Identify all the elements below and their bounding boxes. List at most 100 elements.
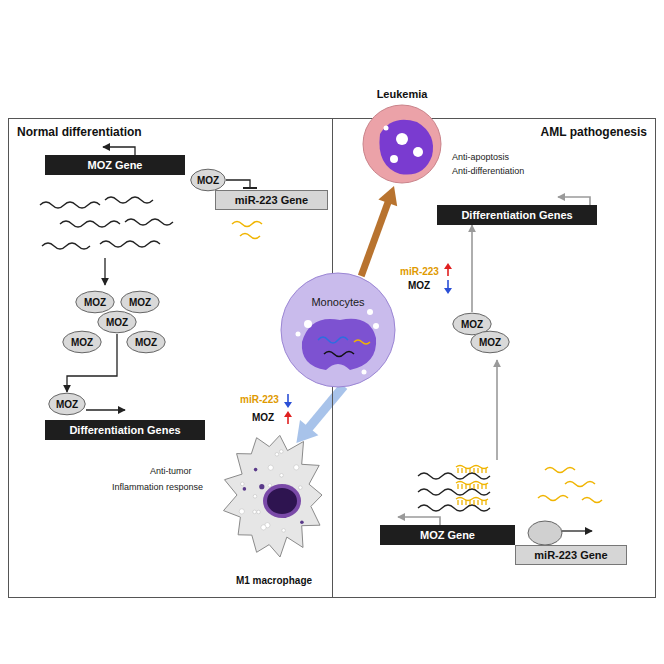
connector <box>296 386 343 443</box>
drawing <box>461 500 462 505</box>
drawing <box>100 241 160 247</box>
node-label: Differentiation Genes <box>69 424 180 436</box>
protein-oval: MOZ <box>190 168 226 192</box>
drawing <box>477 484 478 489</box>
macrophage-cell: M1 macrophage <box>218 425 330 590</box>
drawing <box>98 311 136 333</box>
annotation: Anti-tumor <box>150 466 192 476</box>
drawing <box>538 496 568 501</box>
protein-oval: MOZ <box>48 392 86 416</box>
drawing <box>456 466 488 506</box>
node-label: MOZ <box>135 337 157 348</box>
drawing <box>469 484 470 489</box>
connector <box>361 186 397 276</box>
connector <box>67 334 117 392</box>
drawing <box>469 468 470 473</box>
node-label: MOZ <box>479 337 501 348</box>
node-label: Differentiation Genes <box>461 209 572 221</box>
drawing <box>86 409 125 410</box>
drawing <box>477 500 478 505</box>
node-label: MOZ <box>56 399 78 410</box>
node-label: MOZ Gene <box>420 529 475 541</box>
drawing <box>232 222 262 227</box>
protein-oval: MOZ <box>62 330 102 354</box>
annotation: Inflammation response <box>112 482 203 492</box>
protein-oval: MOZ <box>126 330 166 354</box>
drawing <box>49 393 85 415</box>
drawing <box>457 484 458 489</box>
drawing <box>42 243 90 249</box>
gene-box: MOZ Gene <box>380 525 515 545</box>
drawing <box>257 510 261 514</box>
drawing <box>324 352 354 357</box>
drawing <box>396 133 408 145</box>
drawing <box>354 340 370 344</box>
protein-oval: MOZ <box>75 290 115 314</box>
drawing <box>457 468 458 473</box>
drawing <box>268 465 273 470</box>
drawing <box>282 529 286 533</box>
connector <box>226 180 257 188</box>
drawing <box>268 484 272 488</box>
drawing <box>104 258 105 285</box>
node-label: M1 macrophage <box>236 575 312 586</box>
drawing <box>473 468 474 473</box>
drawing <box>243 187 257 189</box>
drawing <box>240 234 260 239</box>
drawing <box>281 273 395 387</box>
drawing <box>378 186 397 206</box>
node-label: MOZ <box>71 337 93 348</box>
node-label: MOZ Gene <box>87 159 142 171</box>
drawing <box>280 450 284 454</box>
drawing <box>481 484 482 489</box>
drawing <box>558 197 590 205</box>
drawing <box>398 517 440 525</box>
drawing <box>481 468 482 473</box>
drawing <box>418 473 490 479</box>
drawing <box>304 320 312 328</box>
drawing <box>308 386 344 429</box>
drawing <box>528 521 562 545</box>
drawing <box>367 309 373 315</box>
drawing <box>280 474 284 478</box>
drawing <box>103 147 135 155</box>
drawing <box>239 509 244 514</box>
drawing <box>538 468 602 503</box>
drawing <box>275 453 279 457</box>
connector <box>472 225 473 312</box>
drawing <box>562 530 592 531</box>
drawing <box>379 120 433 175</box>
drawing <box>418 489 490 495</box>
drawing <box>125 219 173 225</box>
monocyte-cell: Monocytes <box>280 272 396 388</box>
drawing <box>40 202 100 208</box>
drawing <box>457 500 458 505</box>
node-label: Leukemia <box>352 88 452 100</box>
drawing <box>481 500 482 505</box>
node-label: Monocytes <box>311 296 364 308</box>
drawing <box>296 332 301 337</box>
drawing <box>63 331 101 353</box>
drawing <box>465 484 466 489</box>
annotation: MOZ <box>408 280 430 291</box>
node-label: MOZ <box>129 297 151 308</box>
drawing <box>444 288 452 294</box>
drawing <box>296 420 318 443</box>
gene-box: Differentiation Genes <box>45 420 205 440</box>
protein-oval: MOZ <box>120 290 160 314</box>
drawing <box>461 484 462 489</box>
drawing <box>461 468 462 473</box>
drawing <box>284 411 292 417</box>
drawing <box>284 402 292 408</box>
drawing <box>545 468 575 473</box>
protein-oval: MOZ <box>97 310 137 334</box>
drawing <box>363 105 441 183</box>
drawing <box>259 484 264 489</box>
node-label: MOZ <box>84 297 106 308</box>
node-label: MOZ <box>197 175 219 186</box>
drawing <box>263 484 301 518</box>
drawing <box>127 331 165 353</box>
node-label: MOZ <box>461 319 483 330</box>
drawing <box>413 147 423 157</box>
drawing <box>447 280 449 289</box>
